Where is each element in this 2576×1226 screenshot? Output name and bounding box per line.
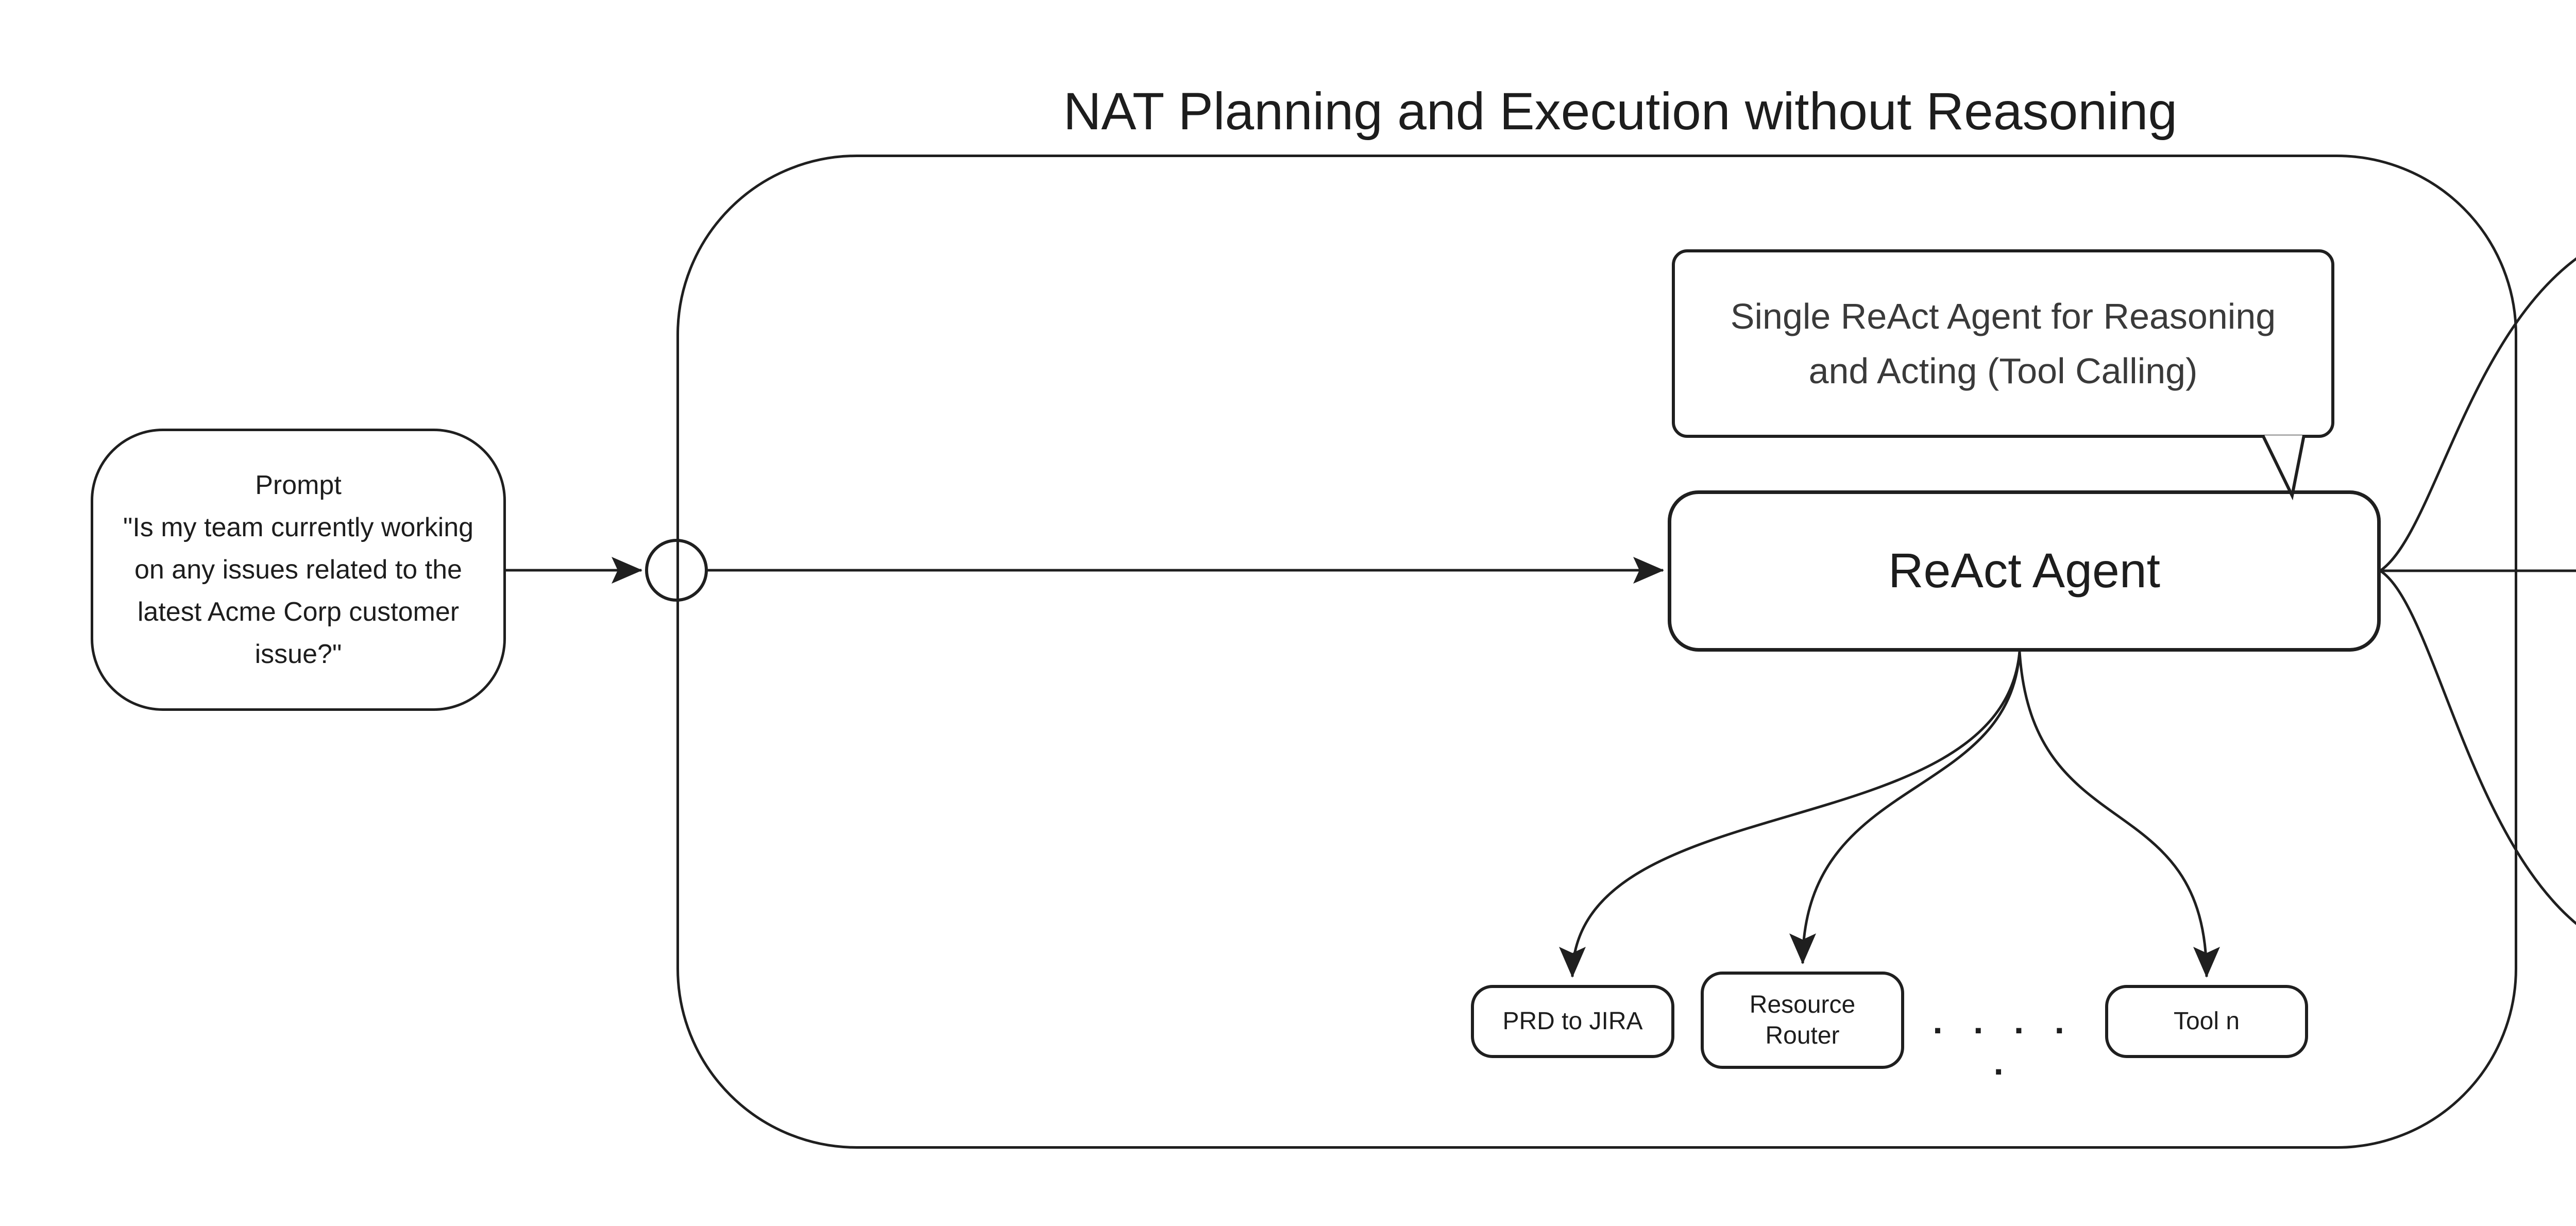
tool-prd-to-jira-label: PRD to JIRA (1502, 1008, 1643, 1035)
speech-bubble: Single ReAct Agent for Reasoning and Act… (1672, 249, 2334, 438)
tool-n-label: Tool n (2173, 1008, 2240, 1035)
tool-prd-to-jira: PRD to JIRA (1471, 985, 1674, 1058)
tool-resource-router-label: Resource Router (1749, 991, 1856, 1049)
react-agent-node: ReAct Agent (1668, 490, 2381, 652)
tools-ellipsis: · · · · · (1933, 1010, 2076, 1092)
speech-bubble-text: Single ReAct Agent for Reasoning and Act… (1730, 296, 2276, 391)
prompt-heading: Prompt (255, 470, 342, 500)
prompt-box: Prompt "Is my team currently working on … (91, 429, 506, 711)
tool-n: Tool n (2105, 985, 2308, 1058)
prompt-body: "Is my team currently working on any iss… (123, 513, 474, 669)
tool-resource-router: Resource Router (1701, 972, 1904, 1069)
react-agent-label: ReAct Agent (1888, 543, 2161, 598)
diagram-title: NAT Planning and Execution without Reaso… (1063, 82, 2178, 141)
